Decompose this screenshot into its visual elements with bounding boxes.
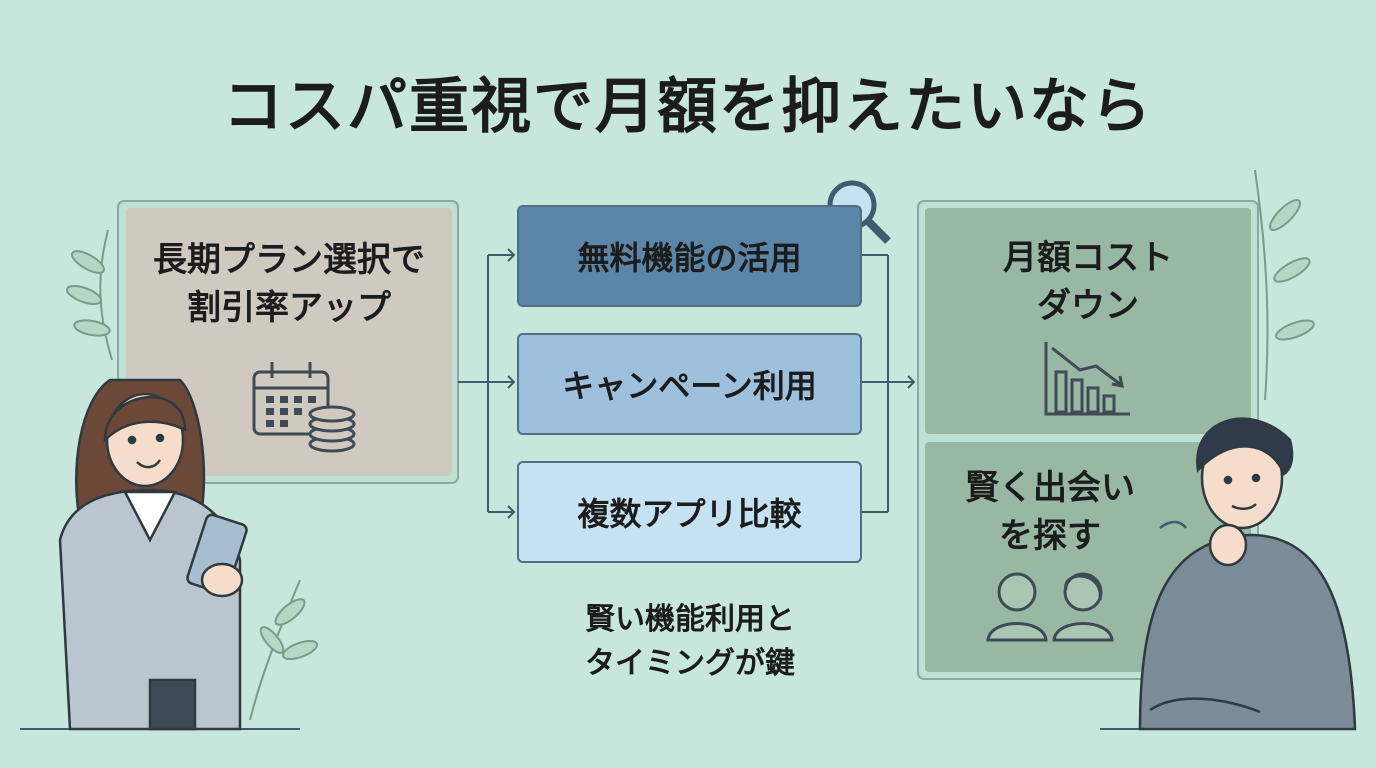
declining-bar-chart-icon: [1044, 342, 1130, 416]
leaf-sprig-bottom-left-icon: [249, 579, 319, 721]
free-features-box: 無料機能の活用: [517, 205, 862, 307]
right-top-line1: 月額コスト: [1003, 238, 1173, 278]
right-bottom-line2: を探す: [999, 516, 1101, 556]
right-bottom-line1: 賢く出会い: [965, 468, 1135, 508]
campaign-box: キャンペーン利用: [517, 333, 862, 435]
couple-icon: [986, 572, 1114, 642]
right-top-line2: ダウン: [1037, 286, 1139, 326]
note-line2: タイミングが鍵: [585, 646, 795, 681]
leaf-sprig-left-icon: [65, 229, 113, 361]
calendar-coins-icon: [252, 362, 356, 453]
key-note: 賢い機能利用と タイミングが鍵: [540, 598, 840, 686]
left-panel-bg: [126, 208, 452, 476]
woman-illustration: [58, 378, 248, 731]
connector-lines: [458, 248, 916, 519]
note-line1: 賢い機能利用と: [585, 602, 795, 637]
left-panel-line2: 割引率アップ: [187, 288, 391, 328]
page-title: コスパ重視で月額を抑えたいなら: [223, 72, 1153, 142]
right-top-text: 月額コスト ダウン: [925, 234, 1251, 330]
man-illustration: [1138, 417, 1357, 731]
leaf-sprig-right-icon: [1254, 169, 1315, 401]
left-panel-line1: 長期プラン選択で: [153, 240, 425, 280]
right-bottom-text: 賢く出会い を探す: [925, 464, 1175, 560]
left-panel-text: 長期プラン選択で 割引率アップ: [126, 236, 452, 332]
compare-apps-box: 複数アプリ比較: [517, 461, 862, 563]
